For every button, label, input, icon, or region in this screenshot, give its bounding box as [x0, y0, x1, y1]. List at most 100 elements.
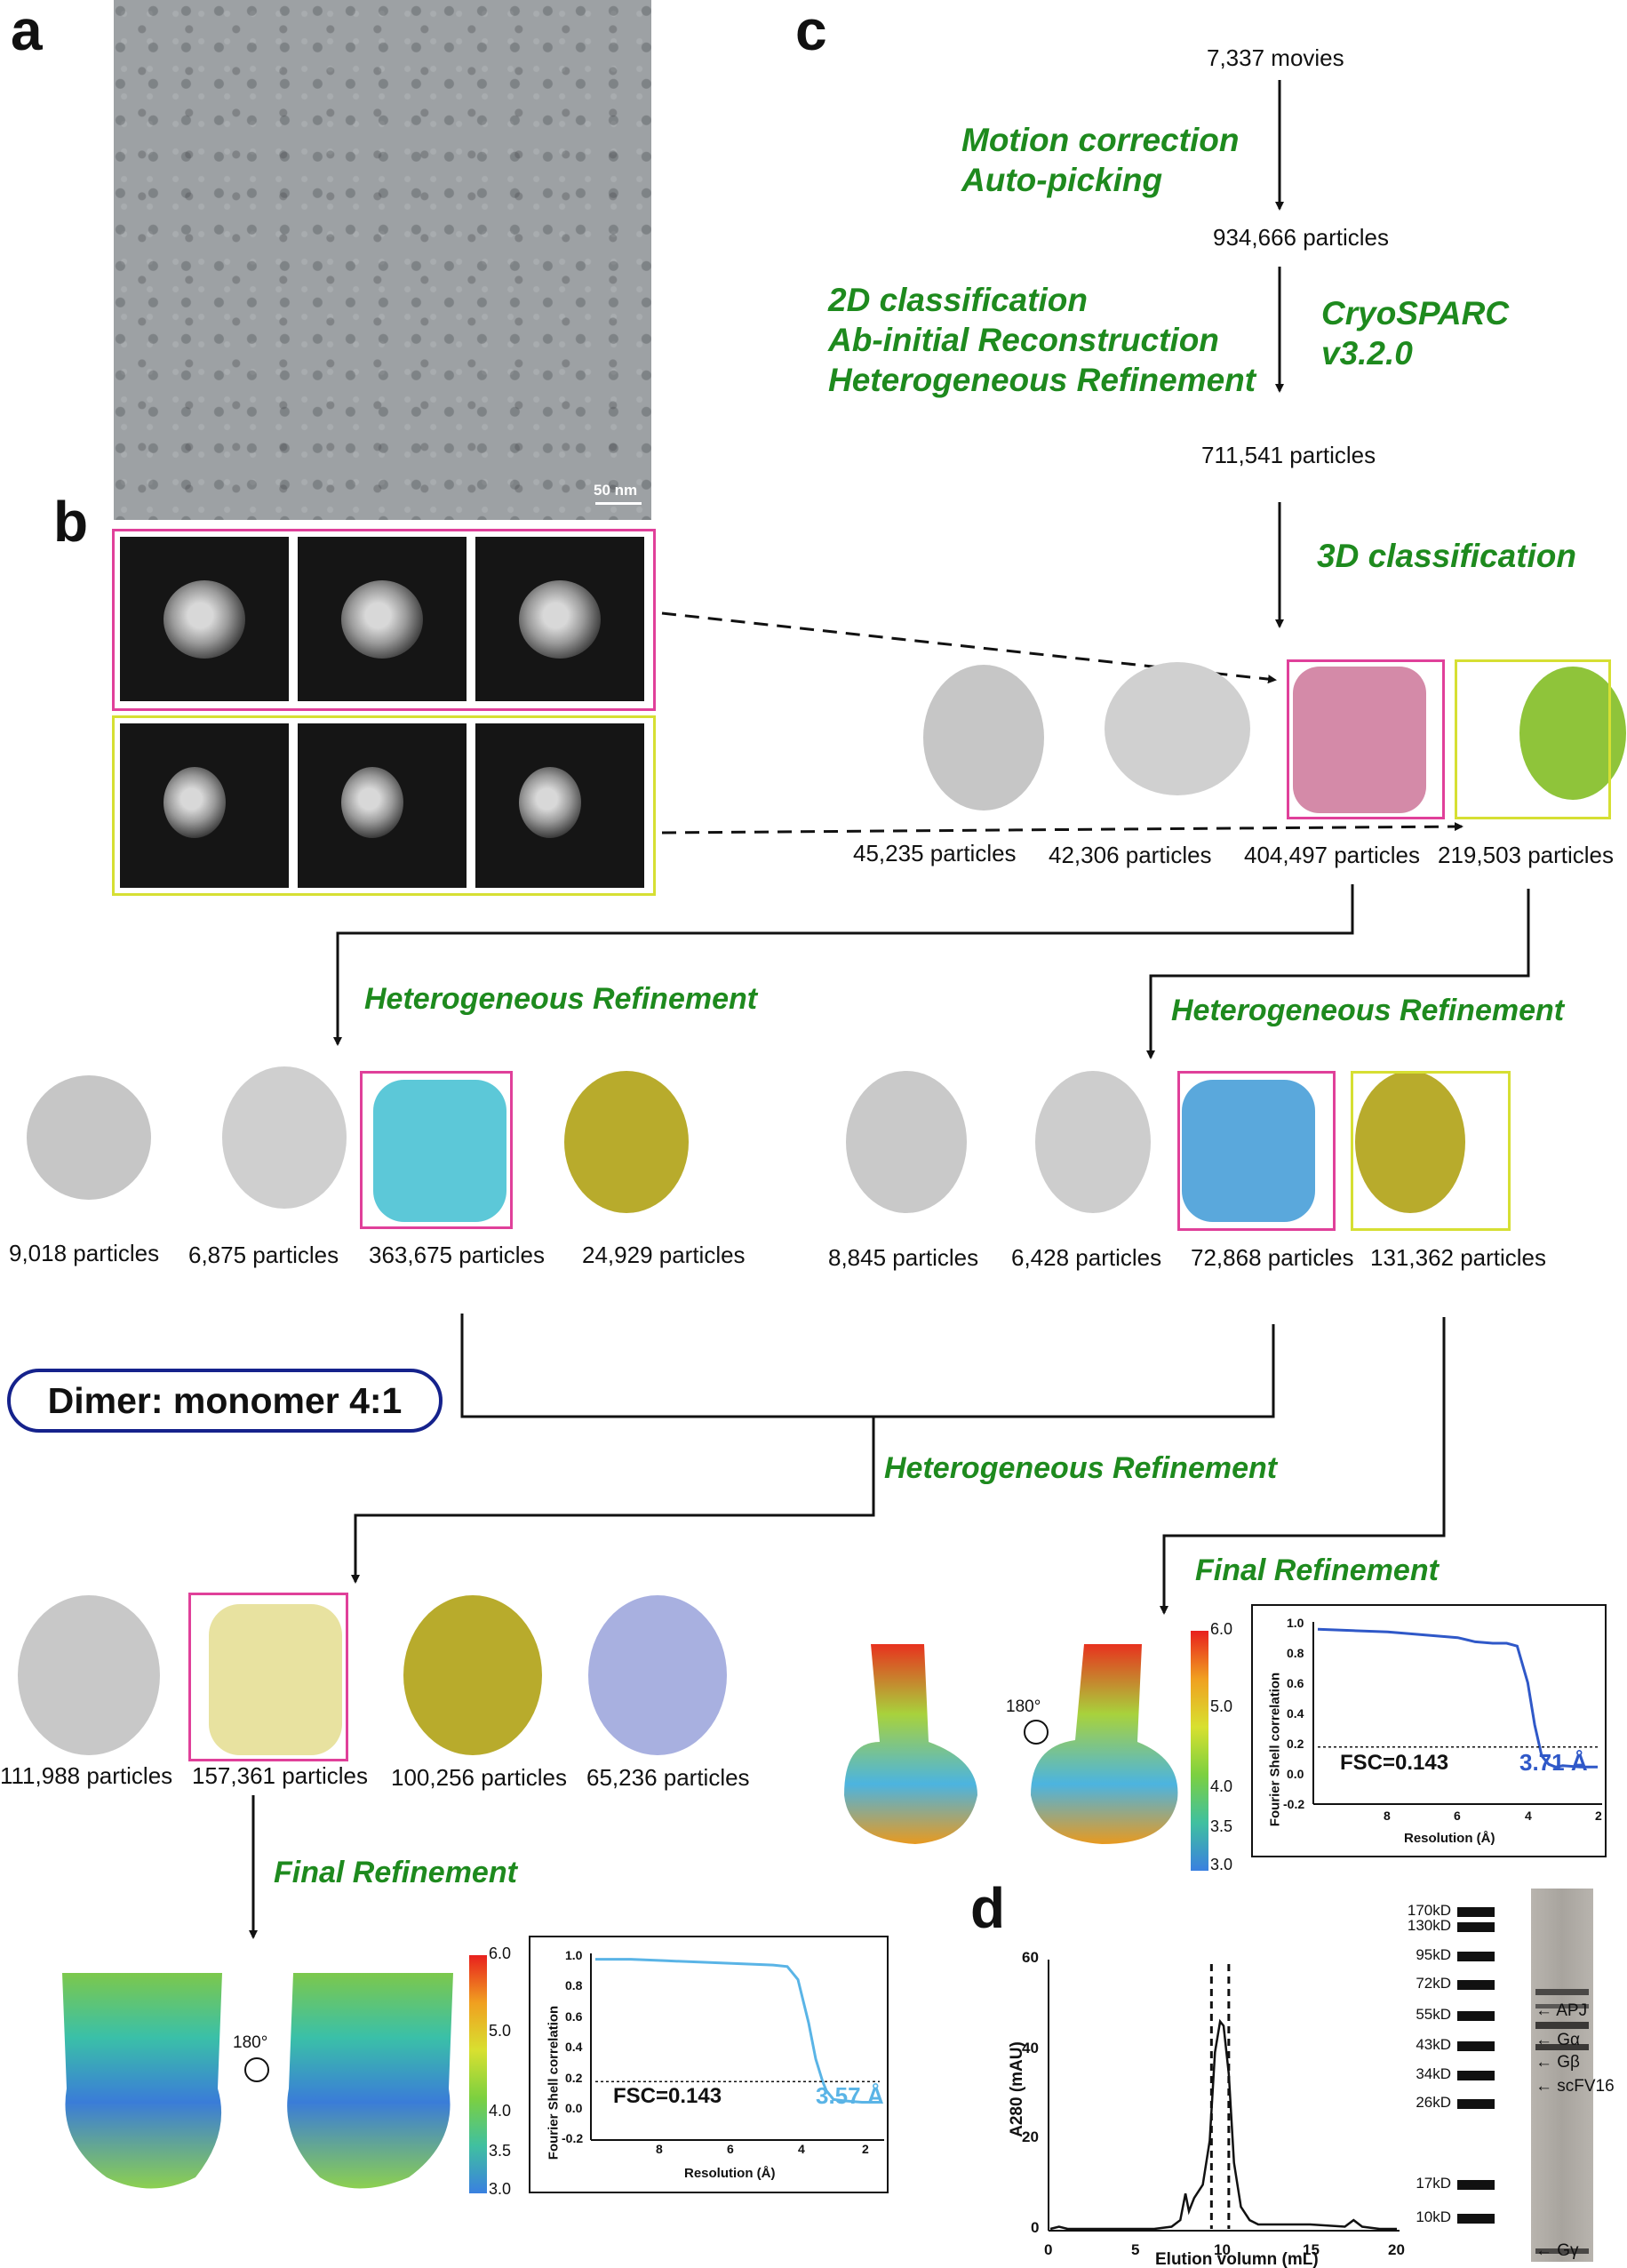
gel-band — [1535, 2248, 1589, 2254]
step-auto-picking: Auto-picking — [961, 162, 1163, 198]
gel-band-label: Gγ — [1557, 2241, 1579, 2260]
gel-band-label: Gα — [1557, 2031, 1581, 2049]
gel-marker-label: 55kD — [1416, 2006, 1451, 2023]
dimer-ratio-badge: Dimer: monomer 4:1 — [7, 1369, 443, 1433]
fsc-right-ytick: -0.2 — [1283, 1797, 1305, 1811]
class3d-count: 42,306 particles — [1049, 842, 1212, 868]
fsc-plot-bottom-frame — [529, 1936, 889, 2193]
fsc-right-resolution-label: 3.71 Å — [1519, 1749, 1588, 1776]
colorbar-tick: 5.0 — [1210, 1697, 1233, 1715]
gel-marker-label: 43kD — [1416, 2036, 1451, 2053]
right-class-count: 131,362 particles — [1370, 1244, 1547, 1271]
gel-band-label: scFV16 — [1557, 2077, 1615, 2096]
fsc-right-ylabel: Fourier Shell correlation — [1267, 1672, 1283, 1827]
gel-marker-band — [1457, 1980, 1495, 1990]
sec-xlabel: Elution volumn (mL) — [1155, 2250, 1319, 2268]
right-class-count: 6,428 particles — [1011, 1244, 1162, 1271]
sec-xtick: 0 — [1044, 2241, 1053, 2258]
left-class-count: 6,875 particles — [188, 1242, 339, 1268]
fsc-bottom-ytick: 0.4 — [565, 2040, 583, 2054]
hetero-label-merge: Heterogeneous Refinement — [884, 1451, 1278, 1485]
hetero-right-yellow-frame — [1351, 1071, 1511, 1231]
left-class-count: 24,929 particles — [582, 1242, 746, 1268]
local-resolution-colorbar — [1191, 1631, 1208, 1871]
rotation-label-bottom: 180° — [233, 2033, 268, 2052]
merge-class-maps — [18, 1595, 727, 1755]
2d-class-image — [475, 537, 644, 701]
software-version: v3.2.0 — [1321, 335, 1413, 371]
fsc-right-axes — [1312, 1622, 1602, 1805]
software-name: CryoSPARC — [1321, 295, 1510, 331]
local-resolution-maps-right — [844, 1644, 1178, 1844]
colorbar-tick: 5.0 — [489, 2022, 512, 2040]
fsc-bottom-resolution-label: 3.57 Å — [816, 2082, 884, 2109]
gel-marker-label: 95kD — [1416, 1946, 1451, 1963]
panel-label-c: c — [795, 0, 827, 62]
local-resolution-maps-bottom — [62, 1973, 453, 2189]
gel-band — [1535, 2022, 1589, 2029]
fsc-plot-right-frame — [1251, 1604, 1607, 1857]
sec-xtick: 20 — [1388, 2241, 1405, 2258]
sec-ytick: 20 — [1022, 2128, 1039, 2145]
fsc-right-xtick: 8 — [1384, 1809, 1391, 1823]
fsc-right-xlabel: Resolution (Å) — [1404, 1831, 1495, 1846]
gel-marker-band — [1457, 2011, 1495, 2021]
gel-band-arrow-ggamma: ← Gγ — [1535, 2241, 1579, 2260]
2d-classes-magenta-frame — [112, 529, 656, 711]
sec-ytick: 60 — [1022, 1949, 1039, 1966]
fsc-right-threshold-label: FSC=0.143 — [1340, 1751, 1449, 1775]
step-motion-correction: Motion correction — [961, 122, 1240, 158]
3d-class-maps — [923, 662, 1626, 813]
fsc-bottom-xtick: 6 — [727, 2142, 734, 2156]
colorbar-tick: 6.0 — [489, 1945, 512, 1962]
gel-band-label: Gβ — [1557, 2053, 1580, 2072]
merge-class-count: 100,256 particles — [391, 1764, 568, 1791]
local-resolution-colorbar-bottom — [469, 1955, 487, 2193]
sec-ylabel: A280 (mAU) — [1008, 2041, 1026, 2137]
fsc-bottom-xtick: 4 — [798, 2142, 805, 2156]
scale-bar-label: 50 nm — [594, 482, 638, 499]
colorbar-tick: 3.0 — [489, 2180, 512, 2198]
gel-marker-label: 34kD — [1416, 2065, 1451, 2082]
fsc-bottom-ytick: 1.0 — [565, 1948, 583, 1962]
gel-band-arrow-apj: ← APJ — [1535, 2001, 1588, 2020]
rotation-icon — [244, 2057, 269, 2082]
scale-bar — [595, 502, 642, 505]
fsc-right-ytick: 0.4 — [1287, 1706, 1304, 1721]
fsc-bottom-ytick: -0.2 — [562, 2131, 584, 2145]
fsc-right-xtick: 2 — [1595, 1809, 1602, 1823]
fsc-bottom-threshold-label: FSC=0.143 — [613, 2084, 722, 2108]
panel-label-b: b — [53, 490, 89, 554]
gel-band-arrow-scfv16: ← scFV16 — [1535, 2077, 1615, 2096]
gel-marker-band — [1457, 2099, 1495, 2109]
final-label-right: Final Refinement — [1195, 1553, 1439, 1587]
colorbar-tick: 6.0 — [1210, 1620, 1233, 1638]
fsc-plot-bottom — [590, 1953, 884, 2141]
class3d-count: 219,503 particles — [1438, 842, 1615, 868]
fsc-right-ytick: 0.6 — [1287, 1676, 1304, 1690]
colorbar-tick: 4.0 — [1210, 1777, 1233, 1795]
fsc-bottom-xtick: 2 — [862, 2142, 869, 2156]
panel-label-d: d — [970, 1876, 1006, 1940]
sec-plot — [1048, 1960, 1400, 2232]
left-class-count: 9,018 particles — [9, 1240, 160, 1266]
sec-trace — [1049, 2018, 1397, 2231]
left-class-count: 363,675 particles — [369, 1242, 546, 1268]
fsc-right-ytick: 1.0 — [1287, 1616, 1304, 1630]
colorbar-tick: 3.0 — [1210, 1856, 1233, 1873]
rotation-label: 180° — [1006, 1697, 1041, 1716]
gel-marker-label: 130kD — [1407, 1917, 1451, 1934]
gel-band-arrow-galpha: ← Gα — [1535, 2031, 1581, 2049]
movies-count: 7,337 movies — [1207, 44, 1344, 71]
sds-page-gel — [1531, 1889, 1593, 2262]
gel-band — [1535, 2004, 1589, 2008]
particles-count-2: 711,541 particles — [1201, 442, 1376, 468]
gel-marker-label: 72kD — [1416, 1975, 1451, 1992]
fsc-bottom-ylabel: Fourier Shell correlation — [546, 2005, 562, 2160]
sec-ytick: 0 — [1031, 2219, 1040, 2236]
fsc-right-xtick: 6 — [1454, 1809, 1461, 1823]
fsc-right-ytick: 0.2 — [1287, 1737, 1304, 1751]
2d-classes-yellow-frame — [112, 715, 656, 896]
merge-magenta-frame — [188, 1593, 348, 1761]
